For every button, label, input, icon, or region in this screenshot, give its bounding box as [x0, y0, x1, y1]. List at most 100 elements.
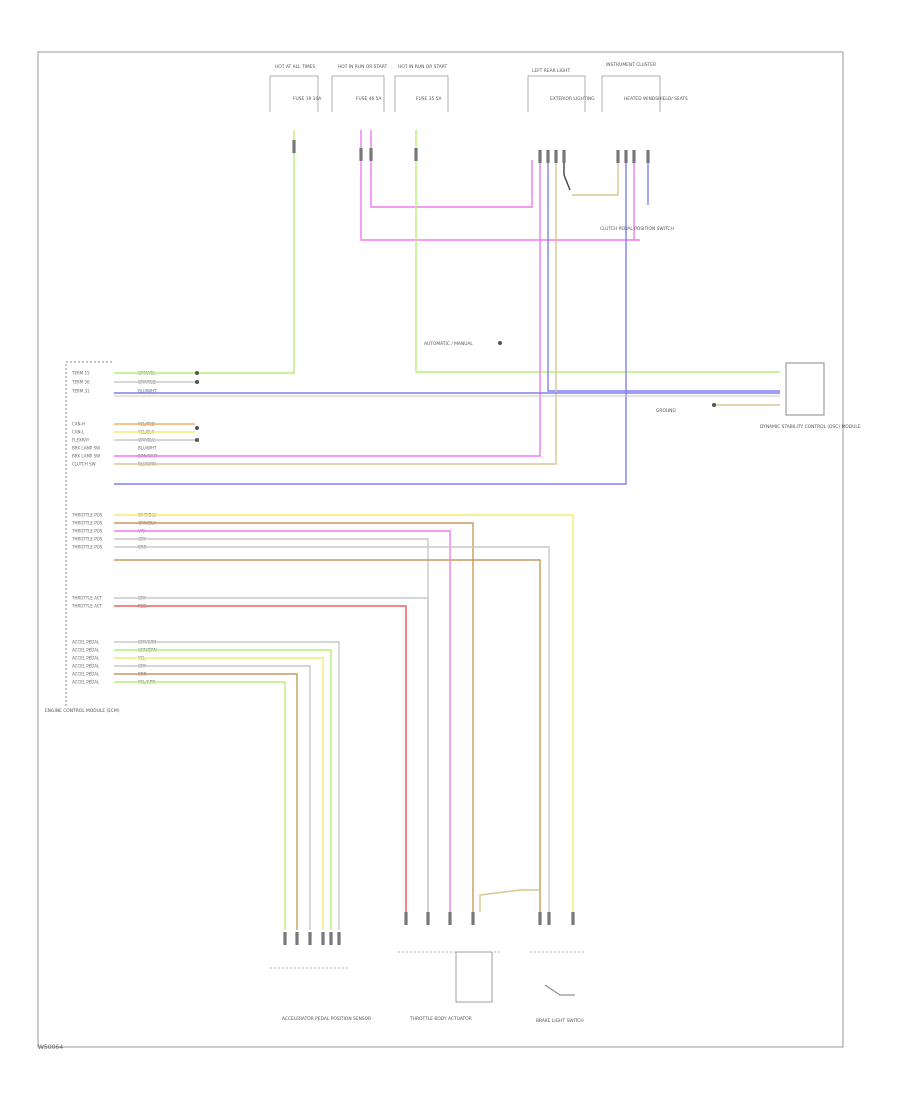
wire-app-2	[114, 649, 332, 930]
connector-pin	[448, 912, 452, 925]
ecm-pin-label: CLUTCH SW	[72, 462, 96, 467]
connector-pin	[329, 932, 333, 945]
connector-pin	[292, 140, 296, 153]
ecm-pin-label: ACCEL PEDAL	[72, 640, 100, 645]
top-module-label: LEFT REAR LIGHT	[532, 68, 570, 74]
splice-dot	[498, 341, 502, 345]
top-module-note: FUSE 35 5A	[416, 96, 441, 102]
top-module-label: HOT IN RUN OR START	[338, 64, 388, 70]
wire-ic-1	[572, 150, 619, 196]
wire-tps-6	[114, 559, 541, 912]
ecm-pin-label: TERM 30	[71, 380, 90, 385]
ground-dot	[712, 403, 716, 407]
connector-pin	[321, 932, 325, 945]
diagram-frame	[37, 51, 844, 1048]
wire-tps-2	[114, 522, 474, 912]
ecm-pin-label: ACCEL PEDAL	[72, 648, 100, 653]
top-module-note: FUSE 19 10A	[293, 96, 321, 102]
top-module-label: INSTRUMENT CLUSTER	[606, 62, 656, 68]
wire-act-2	[114, 605, 407, 912]
ecm-pin-label: ACCEL PEDAL	[72, 664, 100, 669]
connector-pin	[554, 150, 558, 163]
wire-tps-3	[114, 530, 451, 912]
ecm-pin-label: TERM 31	[71, 389, 90, 394]
top-module-note: HEATED WINDSHIELD/ SEATS	[624, 96, 688, 102]
ecm-pin-label: FLEXRAY	[72, 438, 90, 443]
connector-pin	[414, 148, 418, 161]
wire-ic-clutch	[114, 150, 627, 485]
wire-ign-feed-2	[370, 130, 533, 208]
connector-pin	[562, 150, 566, 163]
top-module-outline	[394, 75, 449, 112]
wire-app-6	[114, 681, 286, 930]
switch-symbol	[544, 984, 575, 996]
connector-pin	[538, 912, 542, 925]
connector-pin	[337, 932, 341, 945]
connector-pin	[571, 912, 575, 925]
wire-app-4	[114, 665, 311, 930]
dsc-module-box	[785, 362, 825, 416]
ecm-pin-label: THROTTLE POS	[71, 537, 103, 542]
ecm-pin-label: BRK LAMP SW	[72, 446, 100, 451]
auto-manual-label: AUTOMATIC / MANUAL	[424, 341, 473, 347]
connector-pin	[426, 912, 430, 925]
wire-color-label: BLU/WHT	[138, 446, 157, 451]
wire-app-5	[114, 673, 298, 930]
clutch-switch-label: CLUTCH PEDAL POSITION SWITCH	[600, 226, 674, 232]
wire-act-1	[114, 597, 429, 912]
ecm-pin-label: TERM 15	[71, 371, 90, 376]
ecm-pin-label: THROTTLE POS	[71, 545, 103, 550]
throttle-body-label: THROTTLE BODY ACTUATOR	[409, 1016, 472, 1022]
ecm-pin-label: ACCEL PEDAL	[72, 656, 100, 661]
wire-brk-lamp	[114, 150, 541, 457]
wire-term15	[114, 130, 295, 374]
wire-color-label: BLU/WHT	[138, 389, 157, 394]
ecm-title: ENGINE CONTROL MODULE (ECM)	[45, 708, 120, 714]
wire-canbus	[547, 150, 780, 392]
ecm-pin-label: THROTTLE ACT	[71, 604, 103, 609]
ecm-pin-label: CAN-L	[72, 430, 85, 435]
frame-id: W50064	[38, 1044, 64, 1051]
connector-pin	[646, 150, 650, 163]
top-module-outline	[527, 75, 586, 112]
splice-dot	[195, 426, 199, 430]
wire-dsc-feed	[415, 130, 780, 373]
wire-app-1	[114, 641, 340, 930]
wire-app-3	[114, 657, 324, 930]
ecm-pin-label: THROTTLE POS	[71, 529, 103, 534]
connector-pin	[616, 150, 620, 163]
ecm-pin-label: THROTTLE POS	[71, 521, 103, 526]
connector-pin	[624, 150, 628, 163]
splice-dot	[195, 380, 199, 384]
ecm-pin-label: ACCEL PEDAL	[72, 672, 100, 677]
top-module-note: FUSE 46 5A	[356, 96, 381, 102]
connector-pin	[359, 148, 363, 161]
wire-brake-link	[479, 889, 540, 912]
connector-pin	[308, 932, 312, 945]
splice-dot	[195, 371, 199, 375]
ecm-pin-label: THROTTLE ACT	[71, 596, 103, 601]
connector-pin	[404, 912, 408, 925]
wire-ign-feed	[360, 130, 640, 241]
top-module-outline	[269, 75, 319, 112]
top-module-outline	[601, 75, 661, 112]
connector-pin	[283, 932, 287, 945]
throttle-body-outline	[455, 951, 493, 1003]
wire-tps-4	[114, 538, 429, 912]
ecm-pin-label: CAN-H	[72, 422, 85, 427]
dsc-module-label: DYNAMIC STABILITY CONTROL (DSC) MODULE	[760, 424, 861, 430]
ecm-pin-label: ACCEL PEDAL	[72, 680, 100, 685]
connector-pin	[471, 912, 475, 925]
top-module-label: HOT IN RUN OR START	[398, 64, 448, 70]
connector-pin	[547, 912, 551, 925]
top-module-label: HOT AT ALL TIMES	[275, 64, 315, 70]
wire-tps-1	[114, 514, 574, 912]
connector-pin	[295, 932, 299, 945]
top-module-outline	[331, 75, 385, 112]
wire-tps-5	[114, 546, 550, 912]
brake-switch-label: BRAKE LIGHT SWITCH	[536, 1018, 584, 1024]
connector-pin	[538, 150, 542, 163]
app-sensor-label: ACCELERATOR PEDAL POSITION SENSOR	[282, 1016, 371, 1022]
splice-dot	[195, 438, 199, 442]
